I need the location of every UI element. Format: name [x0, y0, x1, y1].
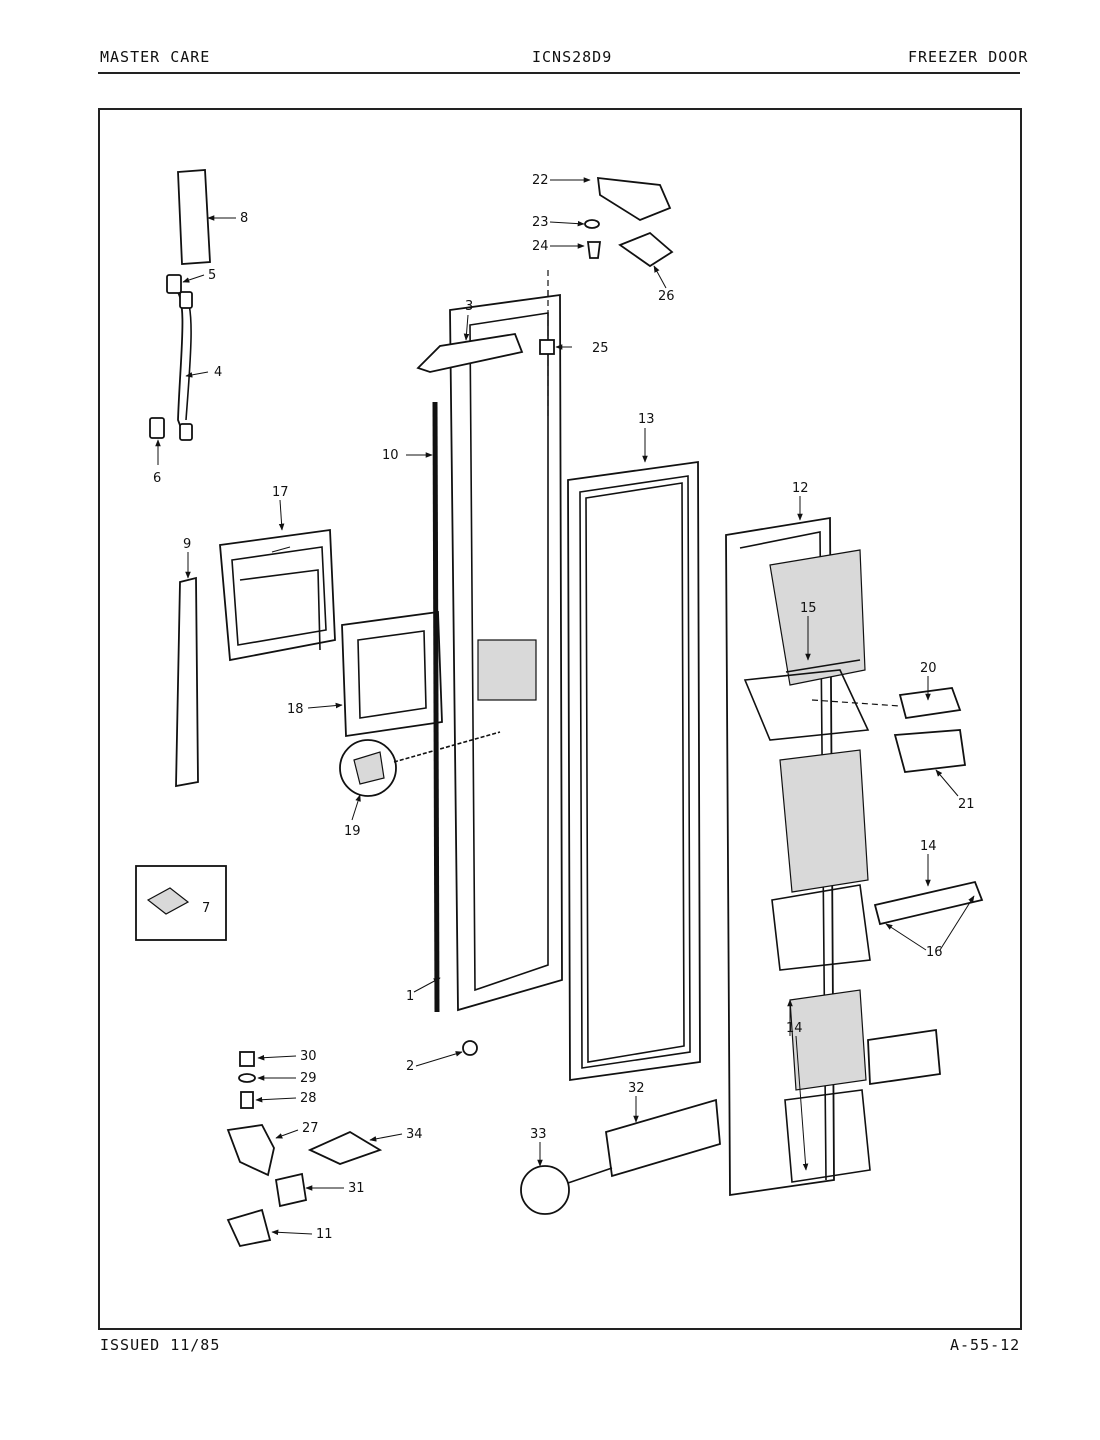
callout-14: 14 — [920, 839, 937, 854]
part-17-dispenser-housing — [219, 528, 336, 662]
callout-12: 12 — [792, 481, 809, 496]
part-6-handle-cap — [149, 417, 165, 439]
callout-15: 15 — [800, 601, 817, 616]
callout-13: 13 — [638, 412, 655, 427]
part-19-detail-circle — [339, 731, 501, 797]
callout-21: 21 — [958, 797, 975, 812]
callout-4: 4 — [214, 365, 222, 380]
part-14-shelf-bar — [873, 880, 984, 926]
part-10-rod — [432, 401, 440, 1013]
callout-26: 26 — [658, 289, 675, 304]
callout-11: 11 — [316, 1227, 333, 1242]
part-13-door-gasket — [567, 460, 701, 1082]
part-4-handle — [175, 289, 193, 441]
callout-17: 17 — [272, 485, 289, 500]
footer-page-code: A-55-12 — [950, 1336, 1021, 1354]
callout-24: 24 — [532, 239, 549, 254]
part-5-handle-cap — [166, 274, 193, 309]
part-23-washer — [584, 219, 600, 229]
header-rule — [98, 72, 1020, 74]
callout-16: 16 — [926, 945, 943, 960]
callout-1: 1 — [406, 989, 414, 1004]
part-18-dispenser-frame — [341, 610, 443, 738]
part-34-hinge-plate — [307, 1130, 383, 1165]
part-12-door-liner — [725, 516, 871, 1197]
part-26-hinge-shim — [618, 231, 674, 268]
part-31-shim — [274, 1172, 308, 1208]
part-3-bracket — [416, 332, 524, 373]
callout-20: 20 — [920, 661, 937, 676]
part-30-spring — [239, 1051, 255, 1067]
callout-5: 5 — [208, 268, 216, 283]
footer-issue-date: ISSUED 11/85 — [100, 1336, 221, 1354]
part-27-bottom-hinge — [226, 1124, 275, 1177]
part-33-detail-circle — [520, 1165, 613, 1215]
callout-31: 31 — [348, 1181, 365, 1196]
callout-22: 22 — [532, 173, 549, 188]
callout-6: 6 — [153, 471, 161, 486]
part-32-bottom-trim — [605, 1028, 941, 1178]
header-brand: MASTER CARE — [100, 48, 211, 66]
callout-28: 28 — [300, 1091, 317, 1106]
callout-25: 25 — [592, 341, 609, 356]
callout-23: 23 — [532, 215, 549, 230]
callout-18: 18 — [287, 702, 304, 717]
part-9-trim-strip — [175, 576, 199, 788]
part-20-tray — [811, 687, 962, 720]
callout-29: 29 — [300, 1071, 317, 1086]
part-1-door-panel — [449, 290, 563, 1012]
callout-19: 19 — [344, 824, 361, 839]
callout-9: 9 — [183, 537, 191, 552]
header-model-number: ICNS28D9 — [532, 48, 613, 66]
callout-14: 14 — [786, 1021, 803, 1036]
callout-34: 34 — [406, 1127, 423, 1142]
part-29-washer — [238, 1073, 256, 1083]
part-7-detail-box — [135, 865, 227, 941]
header-section-title: FREEZER DOOR — [908, 48, 1029, 66]
part-21-bracket — [893, 729, 967, 773]
callout-30: 30 — [300, 1049, 317, 1064]
callout-3: 3 — [465, 299, 473, 314]
part-11-hinge-cover — [226, 1208, 272, 1248]
callout-10: 10 — [382, 448, 399, 463]
part-2-nut — [462, 1040, 478, 1056]
callout-2: 2 — [406, 1059, 414, 1074]
part-15-shelf-bar — [785, 659, 861, 673]
callout-33: 33 — [530, 1127, 547, 1142]
callout-8: 8 — [240, 211, 248, 226]
part-22-top-hinge — [596, 176, 672, 222]
callout-27: 27 — [302, 1121, 319, 1136]
callout-32: 32 — [628, 1081, 645, 1096]
diagram-frame — [98, 108, 1022, 1330]
callout-7: 7 — [202, 901, 210, 916]
part-8-trim-strip — [177, 169, 211, 265]
part-25-block — [539, 339, 555, 355]
part-28-pin — [240, 1091, 254, 1109]
part-24-bushing — [547, 241, 602, 300]
leader-lines — [155, 177, 975, 1236]
